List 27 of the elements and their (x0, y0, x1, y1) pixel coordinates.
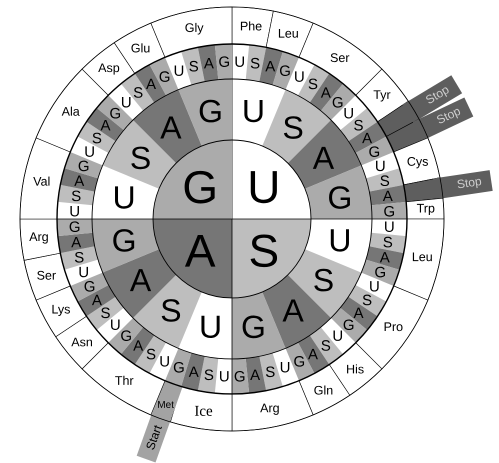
codon-cell: S (58, 184, 95, 206)
node-label: A (184, 234, 216, 267)
codon-cell: A (246, 356, 266, 394)
codon-cell: A (58, 232, 95, 254)
stop-bar: Stop (403, 170, 493, 202)
codon-cell: A (369, 184, 406, 206)
codon-cell: G (57, 218, 93, 236)
codon-cell: G (214, 44, 232, 80)
codon-cell: S (369, 232, 406, 254)
base-quadrant: S (232, 218, 312, 298)
codon-cell: S (198, 356, 218, 394)
codon-cell: U (122, 97, 130, 108)
codon-cell: A (198, 44, 218, 82)
amino-acid-sector: Leu (266, 10, 314, 58)
codon-cell: U (344, 108, 353, 118)
amino-acid-sector: Ser (24, 252, 71, 300)
codon-cell: U (334, 330, 342, 341)
amino-acid-sector: Arg (20, 218, 61, 261)
base-quadrant: G (152, 140, 232, 220)
codon-cell: G (371, 202, 407, 219)
node-label: S (250, 234, 278, 268)
amino-acid-sector: Cys (393, 138, 440, 186)
codon-cell: U (111, 320, 120, 330)
codon-cell: G (232, 358, 250, 394)
base-quadrant: A (153, 218, 232, 298)
amino-acid-sector: Arg (232, 380, 314, 432)
codon-cell: S (246, 44, 266, 82)
